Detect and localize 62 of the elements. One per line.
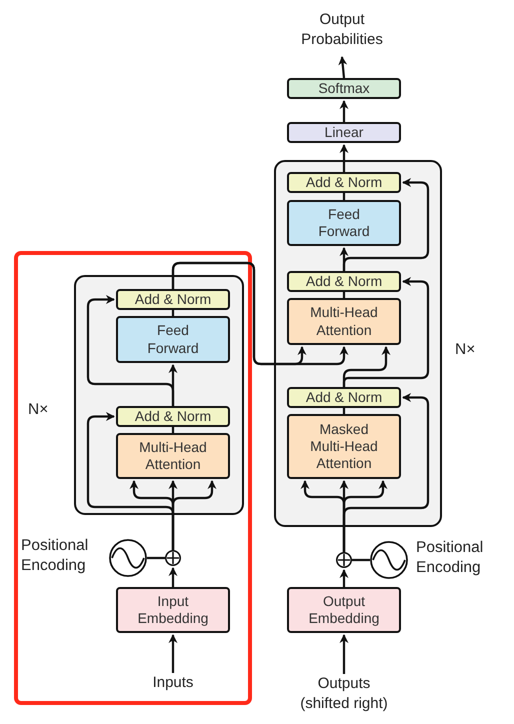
arrow [168, 634, 178, 673]
process-box [116, 289, 230, 310]
arrow [172, 262, 348, 366]
box-label: Masked Multi-Head Attention [309, 420, 379, 472]
box-label: Multi-Head Attention [309, 304, 379, 339]
side-label: N× [455, 340, 476, 360]
box-label: Add & Norm [306, 388, 382, 406]
process-box [287, 298, 401, 345]
side-label: N× [28, 400, 50, 420]
arrow [340, 144, 348, 172]
box-label: Add & Norm [306, 272, 382, 290]
highlight-frame [14, 251, 252, 705]
box-label: Add & Norm [134, 290, 212, 308]
arrow [168, 567, 178, 587]
connector-line [342, 408, 346, 414]
box-label: Add & Norm [134, 408, 212, 426]
box-label: Input Embedding [136, 592, 210, 628]
layer-stack-block [74, 275, 244, 515]
process-box [287, 78, 401, 99]
process-box [287, 387, 401, 408]
box-label: Feed Forward [146, 322, 200, 357]
add-circle [165, 550, 181, 566]
connector-line [352, 558, 370, 562]
arrow [342, 277, 430, 387]
box-label: Linear [324, 124, 364, 142]
io-label: Outputs (shifted right) [294, 674, 394, 713]
arrow [340, 634, 348, 674]
connector-line [172, 310, 174, 316]
process-box [287, 414, 401, 479]
sine-wave-circle [370, 541, 408, 579]
arrow [342, 178, 430, 271]
process-box [116, 316, 230, 363]
connector-line [147, 556, 165, 560]
box-label: Softmax [318, 80, 370, 98]
process-box [287, 200, 401, 246]
box-label: Multi-Head Attention [138, 438, 208, 474]
process-box [116, 587, 230, 633]
arrow [86, 295, 174, 406]
connector-line [342, 292, 346, 298]
sine-wave-circle [109, 539, 147, 577]
arrow [338, 56, 348, 78]
process-box [116, 406, 230, 427]
connector-line [342, 193, 346, 200]
io-label: Output Probabilities [282, 10, 402, 49]
layer-stack-block [274, 160, 442, 527]
arrow [342, 393, 430, 552]
box-label: Output Embedding [308, 592, 380, 628]
box-label: Feed Forward [317, 206, 371, 240]
side-label: Positional Encoding [416, 538, 484, 578]
process-box [287, 122, 401, 143]
arrow [340, 100, 348, 122]
arrow [86, 412, 174, 550]
arrow [340, 569, 348, 587]
add-circle [336, 552, 352, 568]
process-box [287, 271, 401, 292]
box-label: Add & Norm [306, 174, 382, 192]
io-label: Inputs [133, 673, 213, 692]
process-box [287, 587, 401, 633]
side-label: Positional Encoding [21, 536, 90, 576]
process-box [287, 172, 401, 193]
connector-line [172, 427, 174, 433]
process-box [116, 433, 230, 479]
